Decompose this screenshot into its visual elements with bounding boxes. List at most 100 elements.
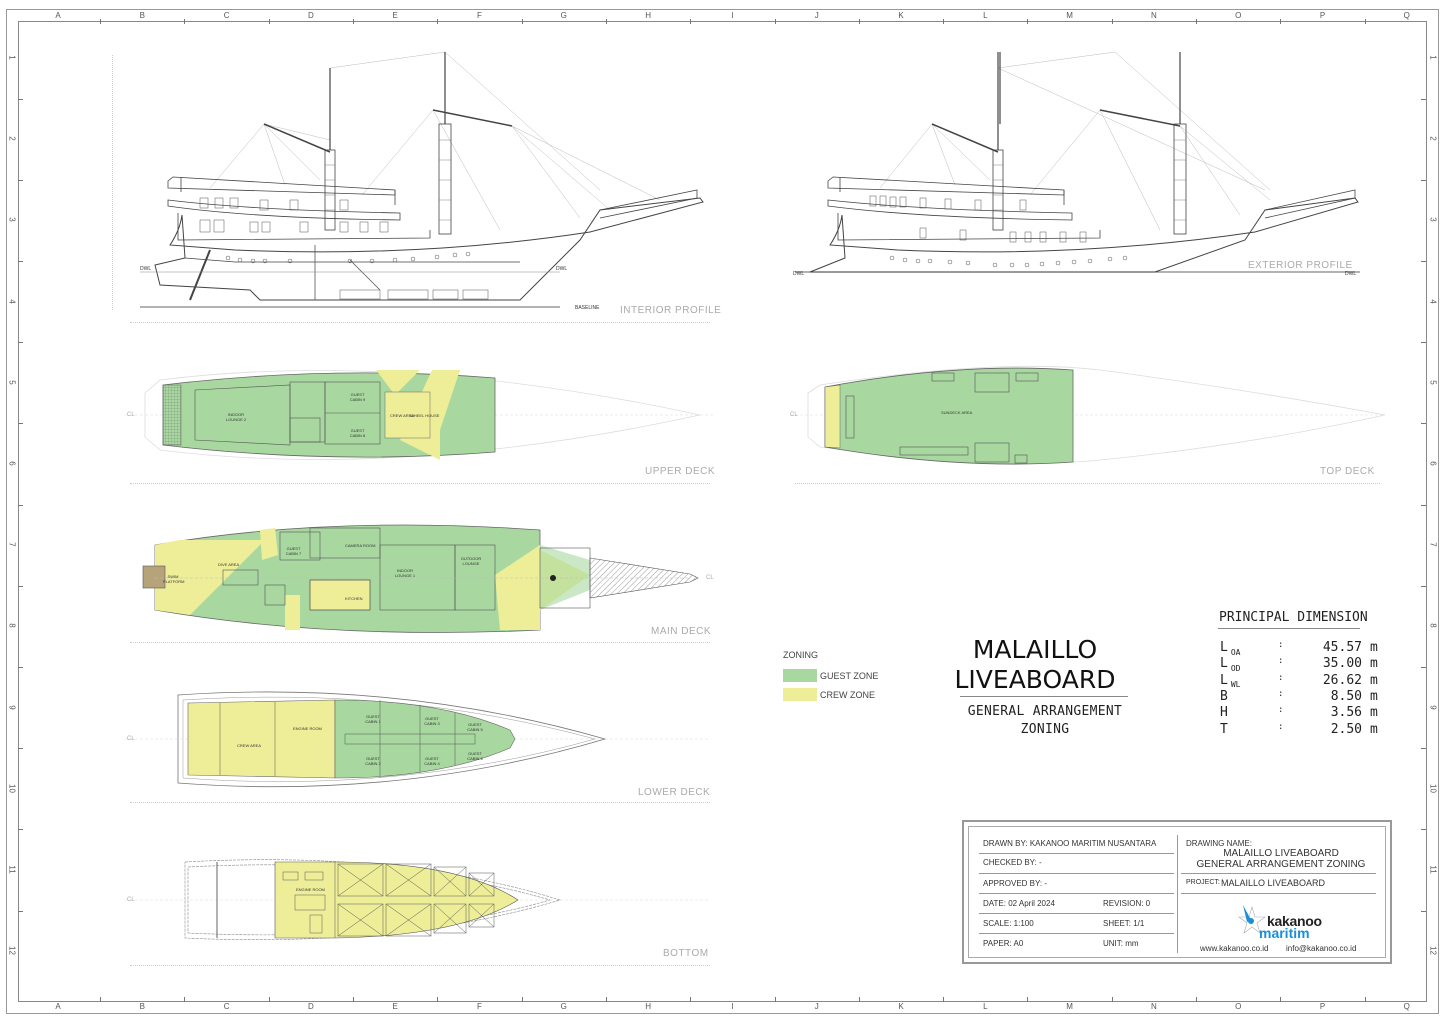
row-label: 11 (1428, 865, 1438, 874)
grid-tick (1027, 997, 1029, 1002)
website-link[interactable]: www.kakanoo.co.id (1200, 944, 1269, 953)
grid-tick (605, 997, 607, 1002)
tb-line (1181, 873, 1376, 874)
grid-tick (858, 19, 860, 24)
room-guest-cabin-6: GUEST CABIN 6 (467, 751, 483, 761)
grid-tick (1421, 748, 1426, 750)
grid-tick (1421, 667, 1426, 668)
column-label: C (223, 11, 230, 20)
sheet-number: SHEET: 1/1 (1103, 919, 1145, 928)
dimension-symbol: T (1220, 722, 1231, 739)
grid-tick (774, 19, 776, 24)
tb-line (979, 873, 1174, 874)
grid-tick (690, 19, 692, 24)
grid-tick (353, 19, 355, 24)
grid-tick (521, 19, 523, 24)
drawing-name-1: MALAILLO LIVEABOARD (1223, 848, 1339, 859)
row-label: 11 (7, 865, 17, 874)
grid-tick (774, 997, 776, 1002)
grid-tick (1421, 342, 1426, 344)
exterior-profile-label: EXTERIOR PROFILE (1248, 260, 1353, 271)
column-label: J (814, 11, 819, 20)
room-crew-area: CREW AREA (237, 743, 262, 748)
date: DATE: 02 April 2024 (983, 899, 1055, 908)
subtitle-line-2: ZONING (1020, 722, 1070, 737)
row-label: 12 (7, 946, 17, 956)
column-label: H (645, 11, 651, 20)
column-label: E (392, 11, 398, 20)
grid-tick (100, 19, 102, 24)
room-outdoor-lounge: OUTDOOR LOUNGE (460, 556, 482, 566)
row-label: 6 (1428, 461, 1438, 466)
interior-profile-ruler (130, 322, 710, 324)
pd-divider (1218, 628, 1360, 629)
title-divider (960, 696, 1128, 697)
row-label: 7 (1428, 542, 1438, 547)
project-label: PROJECT: (1186, 879, 1220, 886)
grid-tick (605, 19, 607, 24)
dimension-unit: m (1370, 721, 1378, 737)
checked-by: CHECKED BY: - (983, 858, 1042, 867)
grid-tick (1111, 19, 1113, 24)
room-guest-cabin-1: GUEST CABIN 1 (365, 714, 381, 724)
dimension-unit: m (1370, 672, 1378, 688)
room-indoor-lounge-2: INDOOR LOUNGE 2 (225, 412, 247, 422)
column-label: E (392, 1002, 398, 1011)
column-label: A (55, 11, 61, 20)
dimension-symbol-letter: H (1220, 705, 1228, 721)
tb-line (979, 933, 1174, 934)
dimension-value: 8.50 (1330, 688, 1362, 704)
logo-text-kakanoo: kakanoo (1267, 913, 1322, 929)
room-engine-room: ENGINE ROOM (293, 726, 322, 731)
column-label: D (308, 1002, 314, 1011)
bottom-label: BOTTOM (663, 948, 709, 959)
column-label: L (983, 1002, 988, 1011)
column-label: P (1319, 1002, 1326, 1011)
dimension-colon: : (1278, 705, 1284, 716)
row-label: 12 (1428, 946, 1438, 956)
tb-line (979, 893, 1174, 894)
dimension-colon: : (1278, 640, 1284, 650)
dimension-symbol-letter: L (1220, 672, 1228, 688)
row-label: 5 (7, 380, 17, 385)
grid-tick (18, 585, 23, 587)
legend-title: ZONING (783, 650, 818, 660)
room-guest-cabin-5: GUEST CABIN 5 (467, 722, 483, 732)
grid-tick (184, 997, 186, 1002)
room-guest-cabin-8: GUEST CABIN 8 (349, 428, 366, 438)
email-link[interactable]: info@kakanoo.co.id (1286, 944, 1357, 953)
column-label: F (477, 1002, 482, 1011)
column-label: Q (1403, 11, 1410, 20)
room-engine-room: ENGINE ROOM (296, 887, 325, 892)
sheet-border-outer (6, 9, 1439, 1014)
row-label: 9 (1428, 704, 1438, 710)
bottom-ruler (130, 965, 710, 967)
room-guest-cabin-9: GUEST CABIN 9 (349, 392, 366, 402)
column-label: K (898, 1002, 904, 1011)
approved-by: APPROVED BY: - (983, 879, 1048, 888)
grid-tick (18, 748, 23, 750)
column-label: P (1319, 11, 1326, 20)
grid-tick (1364, 997, 1366, 1002)
upper-deck-label: UPPER DECK (645, 466, 716, 477)
column-label: F (477, 11, 482, 20)
lower-deck-ruler (130, 802, 710, 804)
column-label: I (731, 1002, 734, 1011)
tb-line (979, 853, 1174, 854)
row-label: 9 (7, 704, 17, 710)
column-label: L (983, 11, 988, 20)
grid-tick (1364, 19, 1366, 24)
column-label: O (1235, 11, 1242, 20)
room-crew-area: CREW AREA (390, 413, 415, 418)
room-swim-platform: SWIM PLATFORM (163, 574, 185, 584)
column-label: G (560, 1002, 567, 1011)
grid-tick (1421, 423, 1426, 425)
dimension-symbol: H (1220, 705, 1231, 722)
dimension-unit: m (1370, 688, 1378, 704)
dimension-colon: : (1278, 688, 1284, 699)
